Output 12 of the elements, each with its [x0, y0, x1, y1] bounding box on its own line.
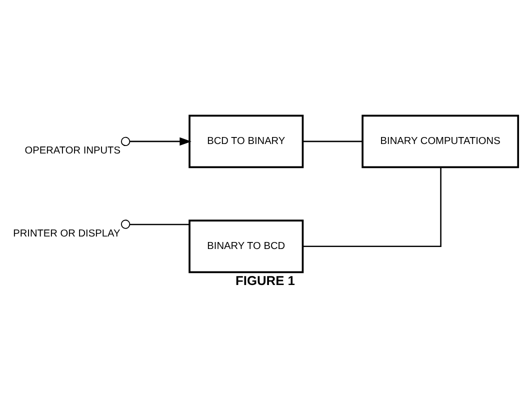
- connector: [302, 140, 362, 142]
- node-box: BINARY COMPUTATIONS: [362, 114, 520, 168]
- node-circle: [120, 220, 130, 229]
- node-label: OPERATOR INPUTS: [24, 146, 120, 157]
- node-box: BCD TO BINARY: [188, 114, 304, 168]
- node-label: PRINTER OR DISPLAY: [13, 228, 120, 240]
- connector: [302, 167, 442, 248]
- node-circle: [120, 136, 130, 146]
- connector: [130, 224, 190, 226]
- caption: FIGURE 1: [236, 273, 295, 288]
- node-box: BINARY TO BCD: [188, 220, 304, 274]
- arrow: [130, 137, 192, 146]
